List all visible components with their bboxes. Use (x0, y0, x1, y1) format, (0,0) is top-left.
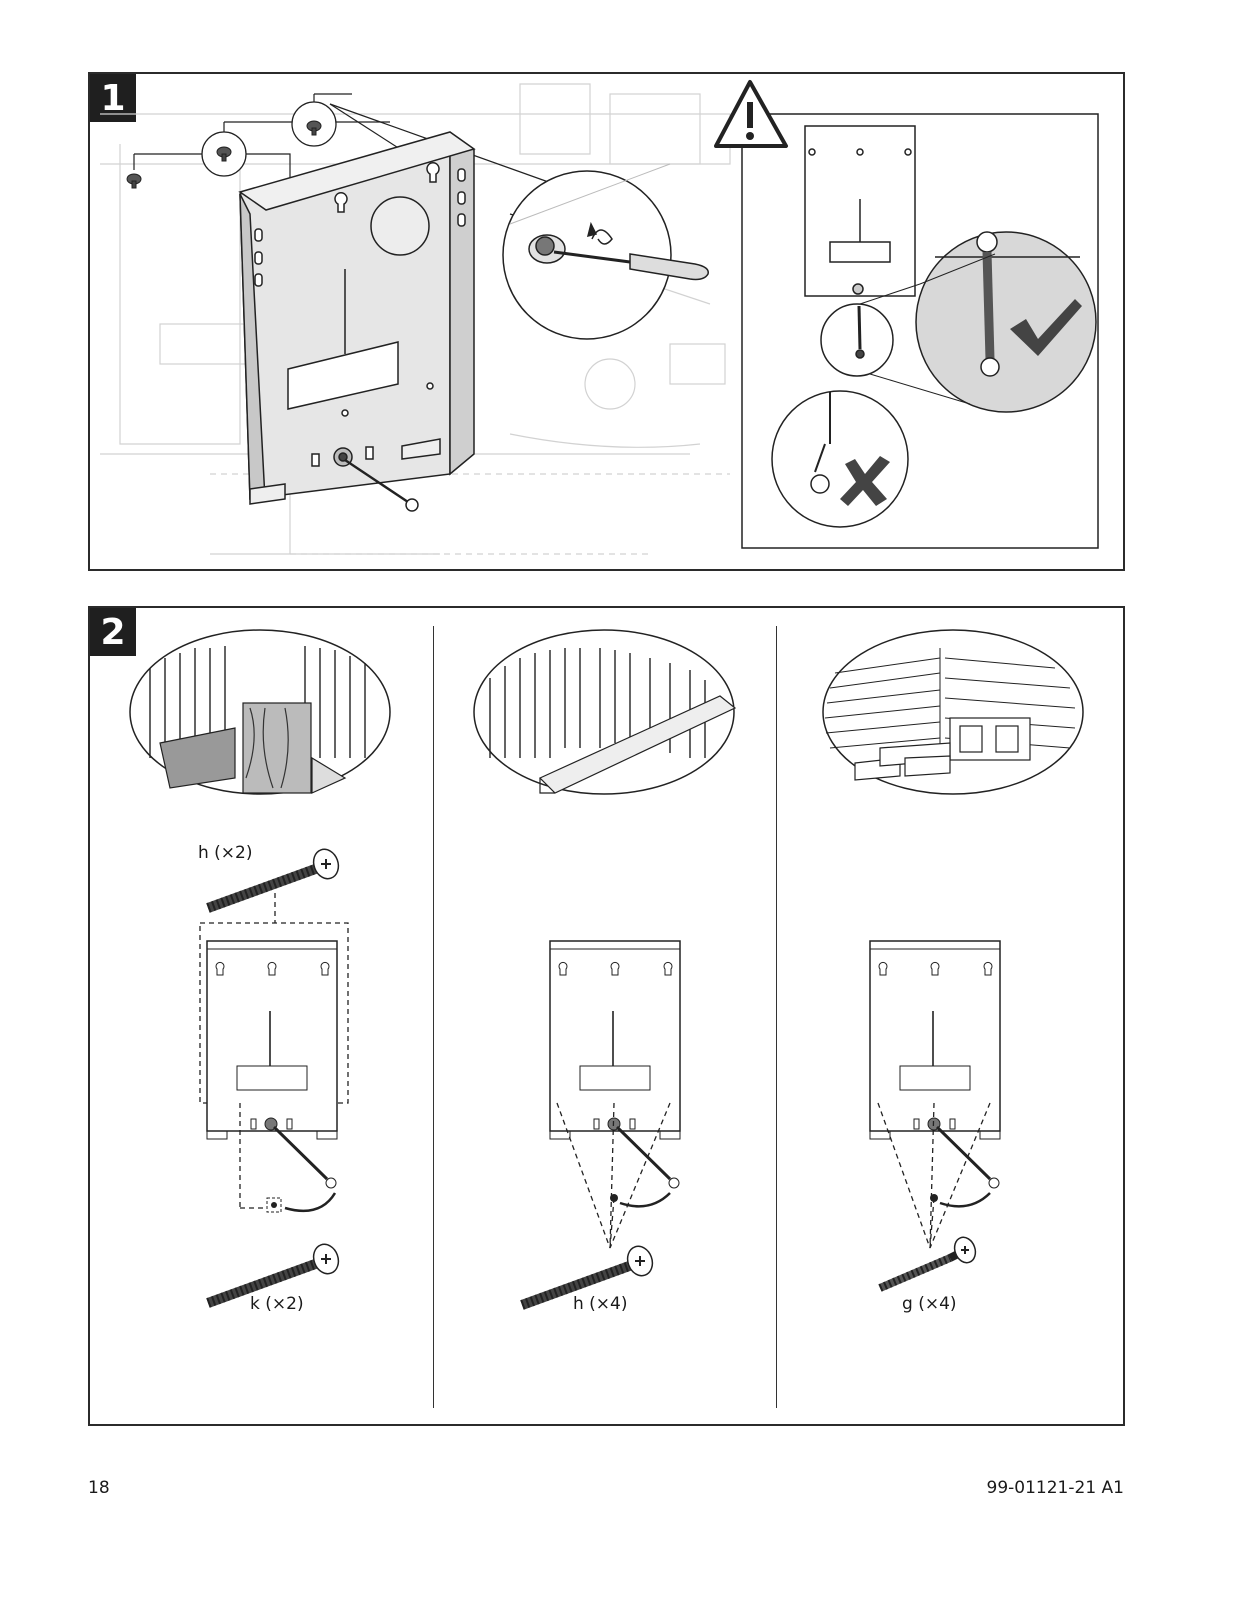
brick-concrete-scene (823, 630, 1083, 794)
document-code: 99-01121-21 A1 (987, 1478, 1124, 1498)
screw-icon (127, 174, 141, 188)
mounting-plate (240, 132, 474, 511)
wood-stud-scene (130, 630, 390, 794)
step-2-panel: 2 (88, 606, 1125, 1426)
pilot-hole-marker (267, 1198, 281, 1212)
page-number: 18 (88, 1478, 110, 1498)
wood-plate (207, 941, 337, 1188)
step-1-illustration (90, 74, 1123, 569)
metal-stud-scene (474, 630, 735, 794)
masonry-plate (870, 941, 1000, 1188)
warning-inset (716, 82, 1098, 548)
masonry-screw (880, 1234, 979, 1288)
step-1-panel: 1 (88, 72, 1125, 571)
bottom-screw-label: k (×2) (250, 1294, 304, 1314)
bottom-screw-label: g (×4) (902, 1294, 957, 1314)
detail-magnifier-screwdriver (503, 164, 708, 339)
bottom-screw-label: h (×4) (573, 1294, 628, 1314)
top-screw-label: h (×2) (198, 843, 253, 863)
step-2-illustration: h (×2) k (×2) h (×4) (90, 608, 1123, 1424)
metal-stud-plate (550, 941, 680, 1188)
